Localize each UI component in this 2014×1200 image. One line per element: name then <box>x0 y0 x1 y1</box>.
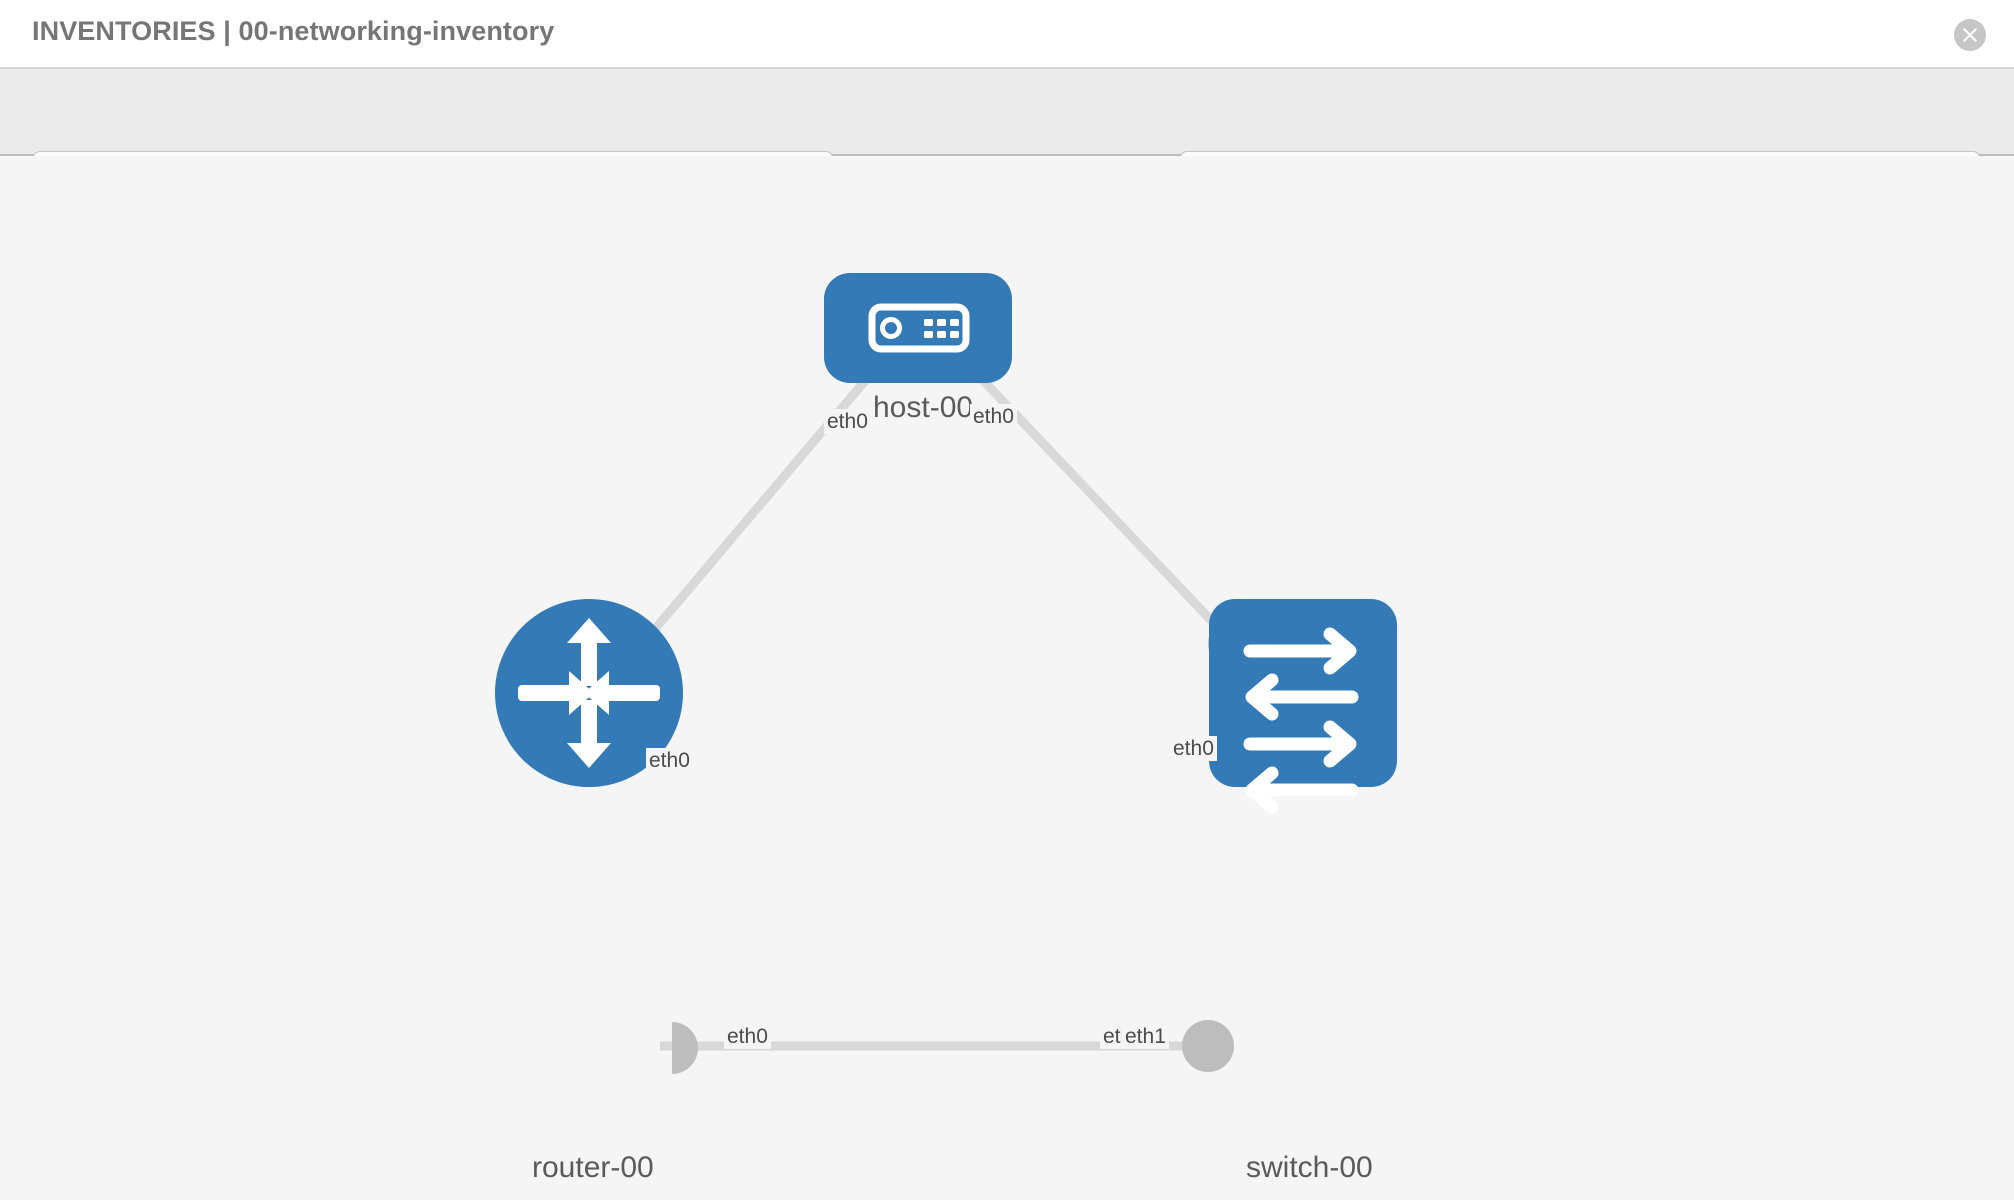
endpoint-router-right[interactable] <box>672 1022 698 1074</box>
node-label-host-00: host-00 <box>870 391 977 425</box>
node-switch-00[interactable] <box>1209 599 1397 814</box>
node-label-router-00: router-00 <box>529 1151 657 1185</box>
close-icon[interactable] <box>1954 19 1986 51</box>
interface-label-host-left: eth0 <box>824 409 871 434</box>
node-router-00[interactable] <box>495 599 683 787</box>
topology-endpoints <box>672 335 1262 1074</box>
interface-label-router-up: eth0 <box>646 748 693 773</box>
topology-links <box>618 352 1249 1051</box>
interface-label-host-right: eth0 <box>970 404 1017 429</box>
topology-canvas[interactable]: eth0 host-00 eth0 eth0 eth0 eth0 eth1 et… <box>0 156 2014 1200</box>
interface-label-switch-left: eth1 <box>1122 1024 1169 1049</box>
switch-arrows-icon <box>1243 627 1359 814</box>
endpoint-switch-left[interactable] <box>1182 1020 1234 1072</box>
interface-label-switch-up: eth0 <box>1170 736 1217 761</box>
link-host-router[interactable] <box>618 353 890 671</box>
topology-graph <box>495 273 1397 1074</box>
interface-label-router-right: eth0 <box>724 1024 771 1049</box>
router-arrows-icon <box>518 618 660 768</box>
page-title: INVENTORIES | 00-networking-inventory <box>32 16 555 46</box>
toolbar: ACTIONS SEARCH <box>0 69 2014 201</box>
page-header: INVENTORIES | 00-networking-inventory <box>0 0 2014 69</box>
node-host-00[interactable] <box>824 273 1012 383</box>
server-icon <box>868 303 970 353</box>
link-host-switch[interactable] <box>956 352 1249 660</box>
node-label-switch-00: switch-00 <box>1243 1151 1376 1185</box>
